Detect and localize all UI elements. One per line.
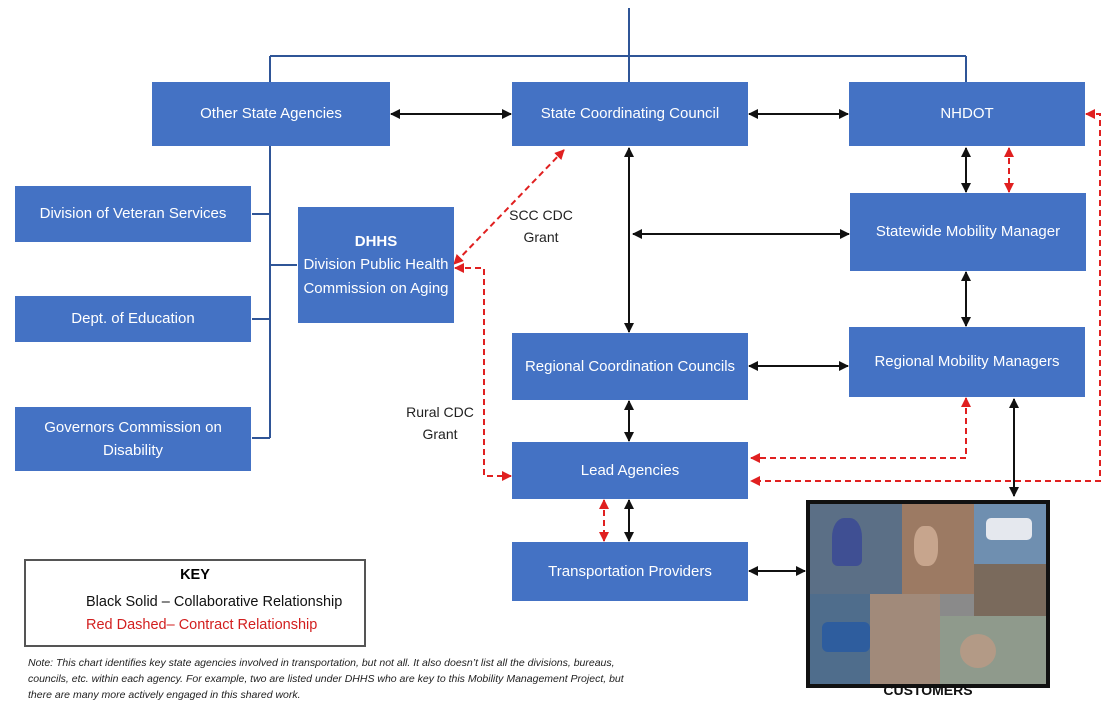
box-label: Lead Agencies	[580, 461, 680, 479]
legend-title: KEY	[180, 567, 210, 583]
label-line: SCC CDC	[509, 207, 573, 223]
legend-contract: Red Dashed– Contract Relationship	[86, 617, 318, 633]
box-label: Statewide Mobility Manager	[875, 223, 1061, 241]
box-regional-mobility-managers: Regional Mobility Managers	[849, 327, 1085, 397]
box-nhdot: NHDOT	[849, 82, 1085, 146]
footnote: Note: This chart identifies key state ag…	[28, 657, 624, 701]
box-label: State Coordinating Council	[540, 105, 720, 123]
customers-photo-collage	[806, 500, 1050, 688]
contract-arrows	[453, 109, 1101, 542]
label-line: Rural CDC	[406, 404, 474, 420]
box-label: Regional Coordination Councils	[524, 357, 736, 375]
label-line: Grant	[422, 426, 458, 443]
box-label: Dept. of Education	[71, 310, 195, 328]
box-regional-coordination-councils: Regional Coordination Councils	[512, 333, 748, 400]
arrow-nhdot-lead	[750, 109, 1101, 486]
org-tree-lines	[252, 8, 967, 439]
box-label: NHDOT	[940, 105, 994, 123]
box-label: Other State Agencies	[200, 105, 342, 123]
arrow-rmm-lead	[750, 397, 971, 463]
box-lead-agencies: Lead Agencies	[512, 442, 748, 499]
box-label: Commission on Aging	[303, 279, 449, 297]
box-statewide-mobility-manager: Statewide Mobility Manager	[850, 193, 1086, 271]
label-line: Grant	[523, 229, 559, 246]
legend-collaborative: Black Solid – Collaborative Relationship	[86, 594, 343, 610]
box-label: DHHS	[354, 233, 398, 251]
box-label: Regional Mobility Managers	[874, 353, 1060, 371]
box-transportation-providers: Transportation Providers	[512, 542, 748, 601]
box-label: Division Public Health	[303, 256, 449, 274]
arrow-dhhs-lead	[454, 263, 512, 481]
box-dept-education: Dept. of Education	[15, 296, 251, 342]
box-governors-commission: Governors Commission on Disability	[15, 407, 251, 471]
label-scc-cdc-grant: SCC CDC Grant	[496, 204, 586, 249]
customers-label: CUSTOMERS	[883, 682, 973, 698]
legend-key: KEY Black Solid – Collaborative Relation…	[24, 559, 366, 647]
box-label: Division of Veteran Services	[39, 205, 227, 223]
box-dhhs: DHHS Division Public Health Commission o…	[298, 207, 454, 323]
box-state-coordinating-council: State Coordinating Council	[512, 82, 748, 146]
arrow-scc-dhhs	[453, 149, 565, 265]
label-rural-cdc-grant: Rural CDC Grant	[395, 401, 485, 446]
box-division-veteran-services: Division of Veteran Services	[15, 186, 251, 242]
box-label: Disability	[102, 442, 163, 459]
box-label: Governors Commission on	[44, 418, 222, 436]
box-label: Transportation Providers	[548, 562, 712, 580]
box-other-state-agencies: Other State Agencies	[152, 82, 390, 146]
